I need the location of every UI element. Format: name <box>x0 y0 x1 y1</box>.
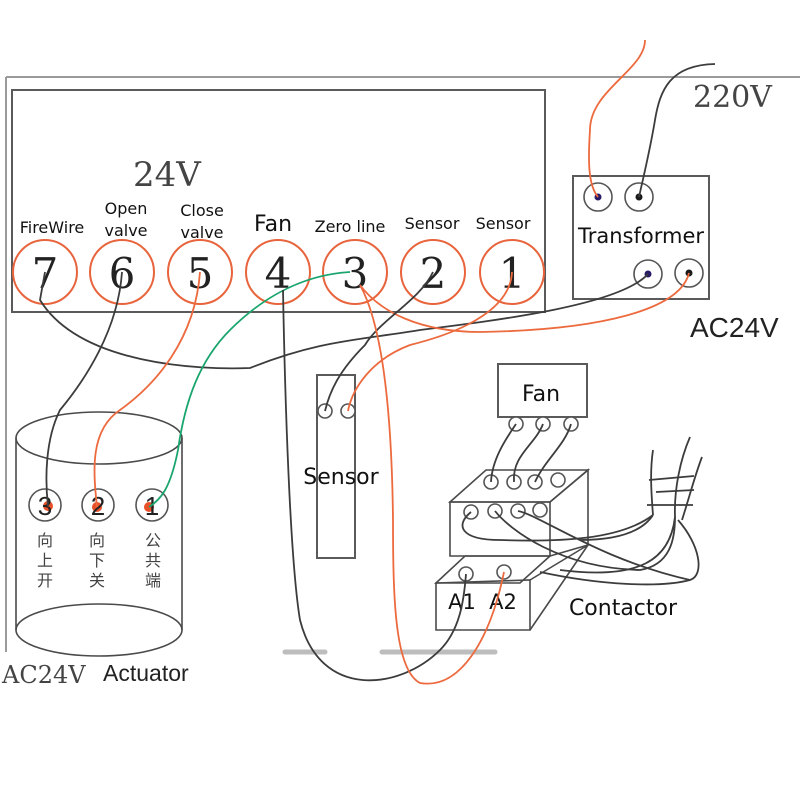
terminal-6-label-line1: Open <box>105 199 148 218</box>
actuator-terminal-2-desc-2: 下 <box>89 551 105 570</box>
contactor-top-terminal <box>550 472 566 488</box>
wire-fan-to-contactor <box>513 423 544 483</box>
wire-terminal-2-to-sensor <box>324 271 434 412</box>
actuator-terminal-1-desc-1: 公 <box>145 531 161 550</box>
power-cable <box>539 436 703 586</box>
terminal-3: 3 <box>322 239 388 305</box>
fan-label: Fan <box>522 382 560 407</box>
actuator-terminal-2-desc-3: 关 <box>89 571 105 590</box>
transformer-outline <box>572 175 710 300</box>
terminal-4-label: Fan <box>254 212 292 237</box>
contactor: A1 A2 Contactor <box>433 468 678 631</box>
actuator-terminal-3-number: 3 <box>38 491 52 521</box>
actuator-terminal-2-number: 2 <box>91 491 105 521</box>
terminal-3-label: Zero line <box>315 217 386 236</box>
terminal-6-label-line2: valve <box>104 221 147 240</box>
actuator-terminal-1-desc-2: 共 <box>145 551 161 570</box>
wire-fan-to-contactor <box>490 423 517 483</box>
terminal-5-label-line2: valve <box>180 223 223 242</box>
wire-terminal-3-to-a2 <box>359 284 505 685</box>
wire-220v-live <box>588 39 646 198</box>
wire-contactor-to-cable <box>494 510 676 571</box>
controller-outline <box>11 89 546 313</box>
wire-contactor-to-cable <box>461 511 654 542</box>
actuator-terminal-2-desc-1: 向 <box>89 531 105 550</box>
wire-ac24v-to-terminal-7 <box>39 271 649 370</box>
wire-terminal-6-to-actuator-3 <box>45 271 123 507</box>
transformer: 220V Transformer AC24V <box>572 80 779 343</box>
actuator-terminal-3-desc-1: 向 <box>37 531 53 550</box>
wire-terminal-1-to-sensor <box>347 271 513 412</box>
terminal-5-label-line1: Close <box>180 201 224 220</box>
fan: Fan <box>497 363 588 432</box>
wire-terminal-4-to-a1 <box>282 289 467 682</box>
wires <box>39 39 716 685</box>
terminal-7-label: FireWire <box>20 218 85 237</box>
contactor-label: Contactor <box>569 596 678 621</box>
actuator-terminal-3-desc-2: 上 <box>37 551 53 570</box>
wire-fan-to-contactor <box>534 423 572 483</box>
wire-ac24v-to-terminal-3 <box>359 272 690 333</box>
actuator-terminal-3-desc-3: 开 <box>37 571 53 590</box>
contactor-side-face <box>549 468 589 557</box>
contactor-coil-top <box>433 555 553 584</box>
transformer-input-label: 220V <box>693 80 773 115</box>
controller-box: 24V FireWire Open valve Close valve Fan … <box>11 89 546 313</box>
contactor-front-terminal <box>532 502 548 518</box>
actuator-terminal-1-desc-3: 端 <box>145 571 161 590</box>
wire-terminal-5-to-actuator-2 <box>93 271 201 508</box>
sensor-label: Sensor <box>303 465 379 490</box>
wire-terminal-3-to-actuator-1 <box>148 271 351 508</box>
sensor-outline <box>316 374 356 559</box>
terminal-1-label: Sensor <box>476 214 531 233</box>
terminal-2-label: Sensor <box>405 214 460 233</box>
wire-220v-neutral <box>638 63 716 198</box>
wire-contactor-to-cable <box>517 510 691 581</box>
actuator-voltage-label: AC24V <box>1 661 86 689</box>
actuator-sides <box>15 438 183 630</box>
controller-voltage-label: 24V <box>133 155 202 195</box>
actuator-label: Actuator <box>103 660 189 686</box>
outer-frame <box>5 76 800 655</box>
contactor-coil-side <box>529 544 589 631</box>
actuator-bottom-ellipse <box>15 603 183 657</box>
terminal-4: 4 <box>245 239 311 305</box>
transformer-label: Transformer <box>577 224 704 248</box>
terminal-4-number: 4 <box>265 249 292 298</box>
sensor: Sensor <box>303 374 380 559</box>
transformer-output-label: AC24V <box>690 312 779 343</box>
